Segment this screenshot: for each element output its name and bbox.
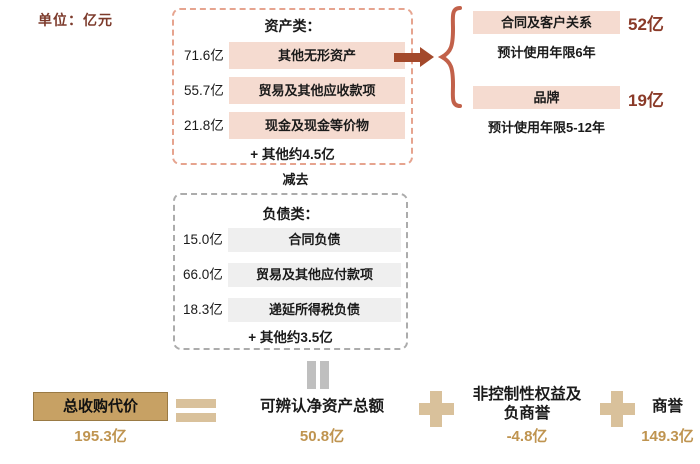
minority-label-line1: 非控制性权益及 [472, 386, 582, 403]
plus-icon [611, 391, 623, 427]
liability-row-value: 66.0亿 [183, 267, 223, 282]
total-consideration-value: 195.3亿 [74, 428, 127, 445]
breakdown-value-contracts: 52亿 [628, 15, 664, 34]
unit-label: 单位：亿元 [38, 12, 113, 28]
minority-label: 非控制性权益及负商誉 [457, 385, 597, 423]
net-assets-value: 50.8亿 [299, 428, 345, 445]
liability-row-bar: 合同负债 [228, 228, 401, 252]
liability-row-bar: 递延所得税负债 [228, 298, 401, 322]
minority-value: -4.8亿 [506, 428, 548, 445]
liability-box-footer: + 其他约3.5亿 [248, 330, 333, 345]
net-assets-label: 可辨认净资产总额 [259, 398, 384, 415]
breakdown-bar-contracts: 合同及客户关系 [473, 11, 620, 34]
equals-icon [176, 413, 216, 422]
liability-row-bar: 贸易及其他应付款项 [228, 263, 401, 287]
liability-box: 负债类： 15.0亿 合同负债 66.0亿 贸易及其他应付款项 18.3亿 递延… [173, 193, 408, 350]
liability-row-value: 15.0亿 [183, 232, 223, 247]
breakdown-note-brand: 预计使用年限5-12年 [487, 120, 606, 135]
minus-label: 减去 [282, 172, 309, 187]
breakdown-bar-brand: 品牌 [473, 86, 620, 109]
vertical-equals-icon [307, 361, 316, 389]
vertical-equals-icon [320, 361, 329, 389]
equals-icon [176, 399, 216, 408]
curly-brace-icon [437, 5, 463, 114]
asset-box: 资产类： 71.6亿 其他无形资产 55.7亿 贸易及其他应收款项 21.8亿 … [172, 8, 413, 165]
asset-row-bar: 贸易及其他应收款项 [229, 77, 405, 104]
asset-box-title: 资产类： [264, 18, 321, 34]
asset-row-bar: 现金及现金等价物 [229, 112, 405, 139]
total-consideration-box: 总收购代价 [33, 392, 168, 421]
breakdown-note-contracts: 预计使用年限6年 [497, 45, 596, 60]
breakdown-value-brand: 19亿 [628, 91, 664, 110]
asset-row-value: 55.7亿 [184, 83, 224, 98]
liability-row-value: 18.3亿 [183, 302, 223, 317]
asset-row-value: 21.8亿 [184, 118, 224, 133]
plus-icon [430, 391, 442, 427]
minority-label-line2: 负商誉 [503, 405, 551, 422]
asset-row-bar: 其他无形资产 [229, 42, 405, 69]
goodwill-value: 149.3亿 [641, 428, 694, 445]
asset-box-footer: + 其他约4.5亿 [250, 147, 335, 162]
liability-box-title: 负债类： [262, 206, 319, 222]
right-arrow-head-icon [420, 47, 434, 67]
goodwill-label: 商誉 [651, 398, 683, 415]
right-arrow-icon [394, 53, 421, 62]
asset-row-value: 71.6亿 [184, 48, 224, 63]
